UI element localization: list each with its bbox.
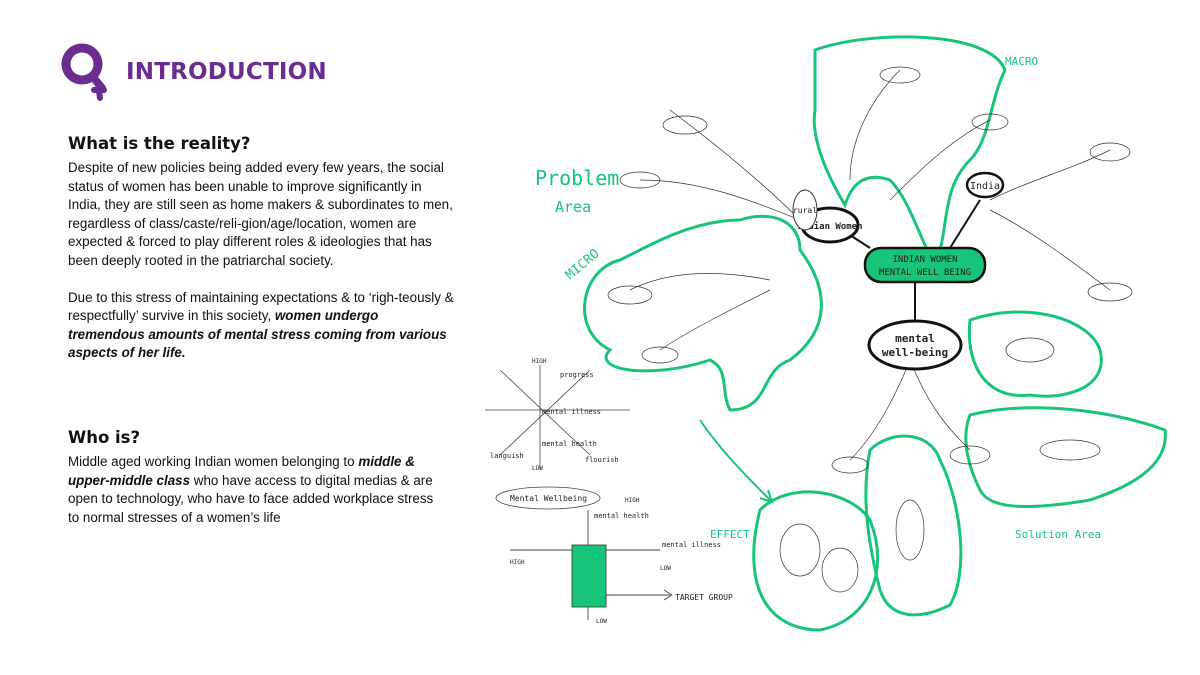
graph2-low-right: LOW <box>660 565 671 572</box>
who-emphasis: middle & upper-middle class <box>68 454 415 488</box>
wellbeing-quadrant-sketch <box>485 365 630 510</box>
micro-region-outline <box>583 214 823 412</box>
graph1-flourish: flourish <box>585 456 619 464</box>
middle-effect-outline <box>864 434 963 617</box>
reality-section: What is the reality? Despite of new poli… <box>68 134 456 363</box>
graph1-languish: languish <box>490 452 524 460</box>
center-node-line-2: MENTAL WELL BEING <box>879 268 971 278</box>
graph1-high: HIGH <box>532 358 547 365</box>
effect-arrow <box>699 419 774 504</box>
solution-region-outline <box>964 406 1167 509</box>
mental-wellbeing-node: mental well-being <box>867 319 963 371</box>
effect-region-outline <box>752 490 880 632</box>
rural-label: rural <box>793 206 817 215</box>
reality-paragraph-1: Despite of new policies being added ever… <box>68 160 453 268</box>
problem-label-line-2: Area <box>555 198 591 216</box>
graph2-x-left: HIGH <box>510 559 525 566</box>
graph1-progress: progress <box>560 371 594 379</box>
right-region-outline <box>967 310 1103 398</box>
center-node: INDIAN WOMEN MENTAL WELL BEING <box>863 246 987 284</box>
rural-node: rural <box>792 189 818 231</box>
target-group-sketch <box>510 510 673 620</box>
problem-label-line-1: Problem <box>535 166 619 190</box>
who-text-2: who have access to digital medias & are … <box>68 472 434 525</box>
graph2-low-bottom: LOW <box>596 618 607 625</box>
page-title: INTRODUCTION <box>126 59 327 85</box>
solution-label: Solution Area <box>1015 528 1101 541</box>
macro-label: MACRO <box>1005 55 1038 68</box>
india-node: India <box>965 171 1005 199</box>
mind-map-sketch: INDIAN WOMEN MENTAL WELL BEING Indian Wo… <box>485 35 1167 632</box>
graph1-caption: Mental Wellbeing <box>510 494 587 503</box>
effect-label: EFFECT <box>710 528 750 541</box>
mental-line-1: mental <box>895 332 935 345</box>
who-text-1: Middle aged working Indian women belongi… <box>68 454 359 469</box>
graph1-mental-health: mental health <box>542 440 597 448</box>
reality-paragraph-2-text: Due to this stress of maintaining expect… <box>68 289 454 324</box>
india-label: India <box>970 181 1000 192</box>
reality-paragraph-2-emphasis: women undergo tremendous amounts of ment… <box>68 308 447 361</box>
branch-scribbles <box>607 66 1133 593</box>
macro-region-outline <box>812 35 1007 269</box>
reality-heading: What is the reality? <box>68 134 251 153</box>
graph2-target: TARGET GROUP <box>675 593 733 602</box>
micro-label: MICRO <box>563 246 603 283</box>
who-heading: Who is? <box>68 428 141 447</box>
graph1-low: LOW <box>532 465 543 472</box>
graph1-mental-illness: mental illness <box>542 408 601 416</box>
reality-paragraph-2: Due to this stress of maintaining expect… <box>68 289 456 363</box>
mental-line-2: well-being <box>882 346 948 359</box>
center-node-line-1: INDIAN WOMEN <box>892 255 957 265</box>
graph2-y-high: HIGH <box>625 497 640 504</box>
page-header: INTRODUCTION <box>56 40 327 104</box>
female-symbol-icon <box>56 40 112 104</box>
graph2-y-label: mental health <box>594 512 649 520</box>
graph2-x-right: mental illness <box>662 541 721 549</box>
who-paragraph: Middle aged working Indian women belongi… <box>68 453 448 527</box>
indian-women-label: Indian Women <box>797 221 862 232</box>
who-section: Who is? Middle aged working Indian women… <box>68 428 448 527</box>
